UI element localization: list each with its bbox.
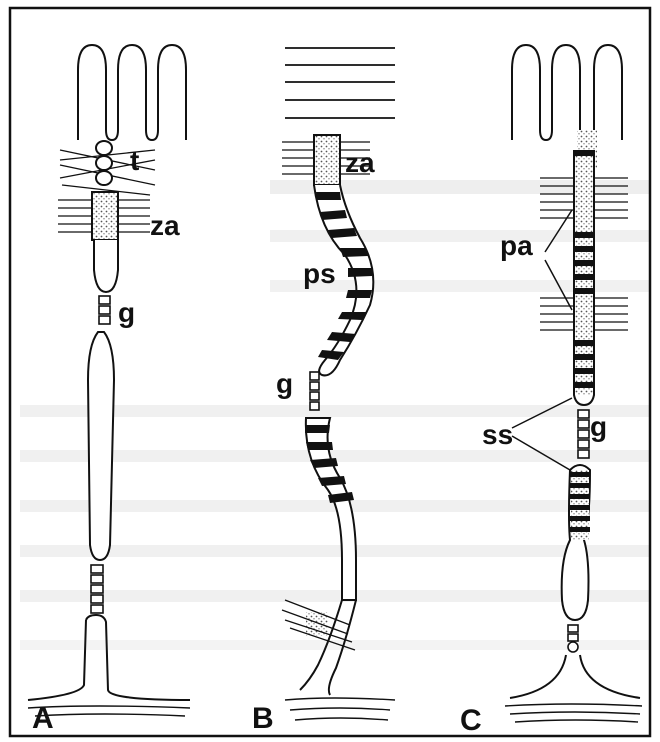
panel-label-c: C <box>460 704 482 737</box>
label-c-ss: ss <box>482 419 513 450</box>
label-a-t: t <box>130 145 139 176</box>
panel-label-b: B <box>252 702 274 735</box>
label-b-za: za <box>345 147 375 178</box>
label-c-g: g <box>590 411 607 442</box>
label-c-pa: pa <box>500 230 533 261</box>
label-b-g: g <box>276 368 293 399</box>
label-a-g: g <box>118 297 135 328</box>
label-b-ps: ps <box>303 258 336 289</box>
panel-c <box>505 45 642 722</box>
panel-label-a: A <box>32 702 54 735</box>
label-a-za: za <box>150 210 180 241</box>
panel-b <box>282 48 395 720</box>
panel-a <box>28 45 190 716</box>
